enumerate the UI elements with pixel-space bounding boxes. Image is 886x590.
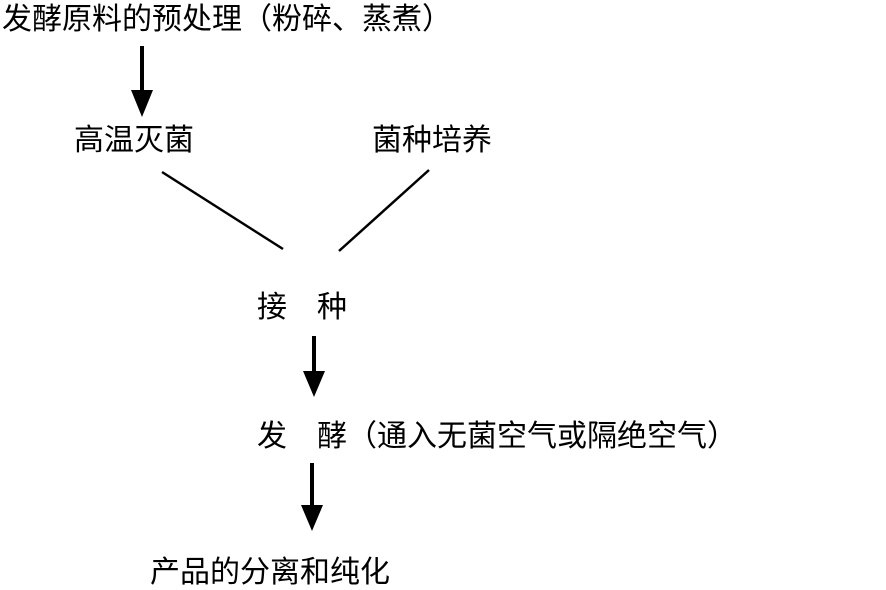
arrow-fermentation-to-separation xyxy=(301,463,323,531)
node-sterilization: 高温灭菌 xyxy=(74,123,194,158)
node-separation: 产品的分离和纯化 xyxy=(150,555,390,590)
line-sterilization-to-inoculation xyxy=(161,170,284,251)
line-strain-culture-to-inoculation xyxy=(338,169,430,252)
node-fermentation: 发 酵（通入无菌空气或隔绝空气） xyxy=(257,419,737,454)
arrow-pretreatment-to-sterilization xyxy=(131,46,153,117)
node-strain-culture: 菌种培养 xyxy=(372,123,492,158)
node-pretreatment: 发酵原料的预处理（粉碎、蒸煮） xyxy=(2,2,452,37)
arrow-inoculation-to-fermentation xyxy=(303,336,325,397)
node-inoculation: 接 种 xyxy=(257,290,347,325)
